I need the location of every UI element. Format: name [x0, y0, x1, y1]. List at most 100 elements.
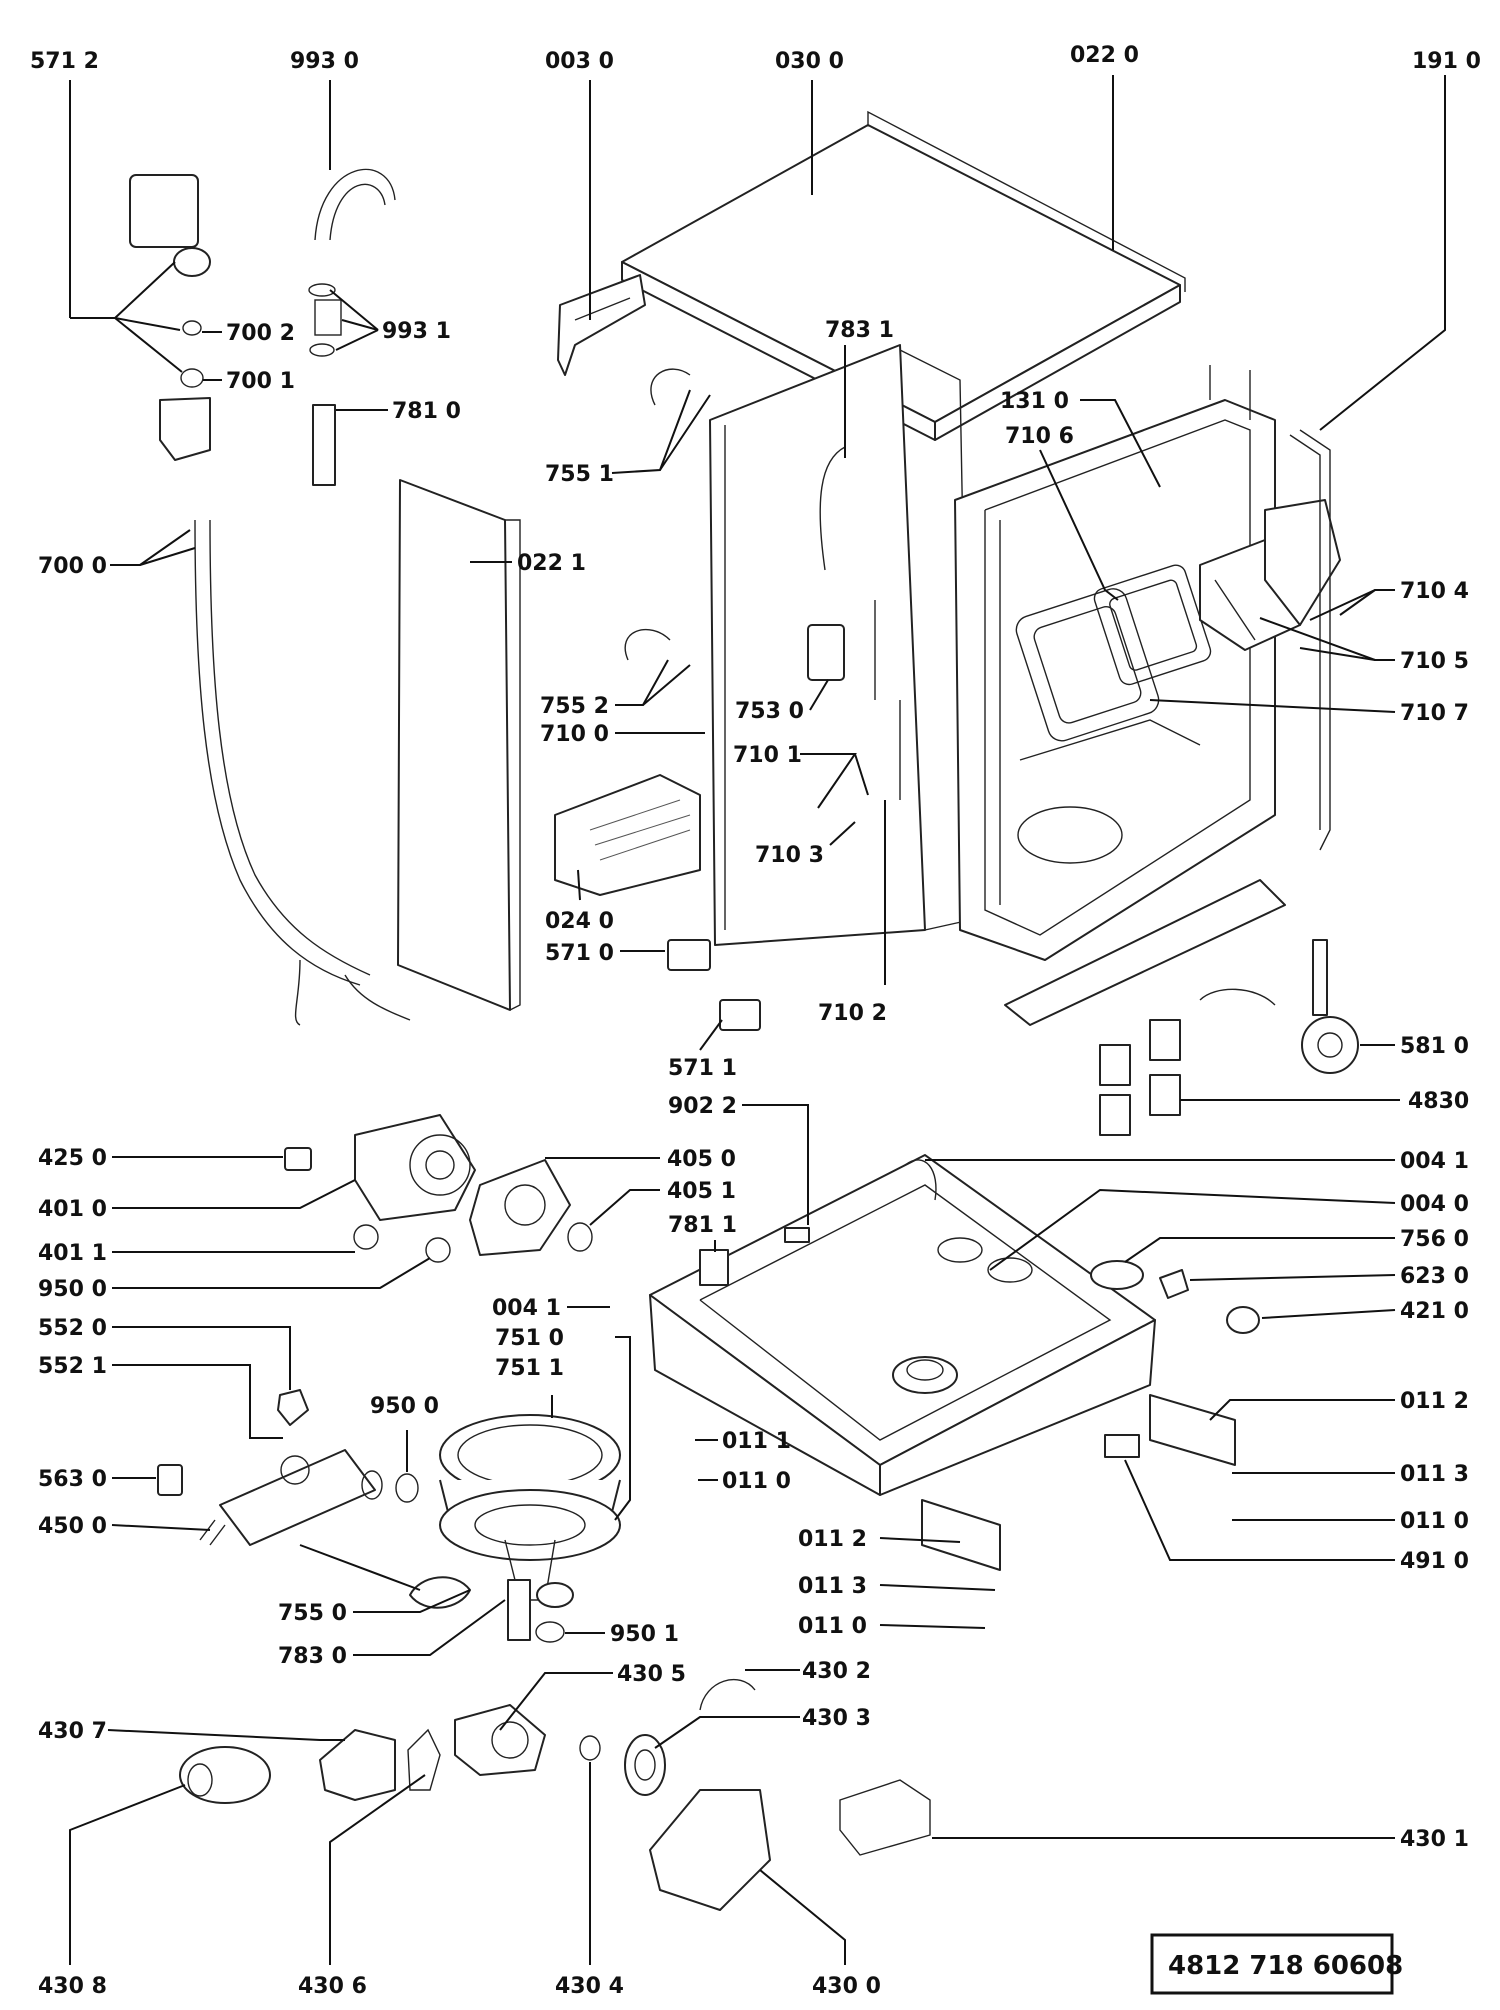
- bracket-781-1: [699, 1249, 729, 1286]
- label-401-0: 401 0: [38, 1197, 107, 1222]
- label-430-5: 430 5: [617, 1662, 686, 1687]
- door-seal-assembly: [1015, 564, 1212, 742]
- drain-tube-191-inner: [1289, 434, 1321, 830]
- label-024-0: 024 0: [545, 909, 614, 934]
- label-563-0: 563 0: [38, 1467, 107, 1492]
- label-552-0: 552 0: [38, 1316, 107, 1341]
- label-004-0: 004 0: [1400, 1192, 1469, 1217]
- label-710-3: 710 3: [755, 843, 824, 868]
- label-430-7: 430 7: [38, 1719, 107, 1744]
- seal-950-1: [535, 1621, 565, 1643]
- label-430-6: 430 6: [298, 1974, 367, 1999]
- label-131-0: 131 0: [1000, 389, 1069, 414]
- pump-cover-405: [469, 1159, 571, 1256]
- base-tray: [649, 1154, 1156, 1496]
- pressure-switch-581: [1301, 939, 1359, 1074]
- hose-loop-993: [308, 168, 396, 486]
- label-405-1: 405 1: [667, 1179, 736, 1204]
- seal-950-0-upper: [425, 1237, 451, 1263]
- label-004-1-right: 004 1: [1400, 1149, 1469, 1174]
- label-571-0: 571 0: [545, 941, 614, 966]
- label-011-3-right: 011 3: [1400, 1462, 1469, 1487]
- inlet-valve-and-hose: [129, 174, 411, 1026]
- label-421-0: 421 0: [1400, 1299, 1469, 1324]
- label-425-0: 425 0: [38, 1146, 107, 1171]
- label-902-2: 902 2: [668, 1094, 737, 1119]
- label-710-2: 710 2: [818, 1001, 887, 1026]
- label-950-0-upper: 950 0: [38, 1277, 107, 1302]
- worktop-panel: [621, 110, 1186, 441]
- label-022-1: 022 1: [517, 551, 586, 576]
- label-430-8: 430 8: [38, 1974, 107, 1999]
- label-011-3-lower: 011 3: [798, 1574, 867, 1599]
- label-623-0: 623 0: [1400, 1264, 1469, 1289]
- filter-box-024: [554, 774, 701, 896]
- float-756: [1090, 1260, 1144, 1290]
- pump-housing-401: [354, 1114, 476, 1221]
- label-993-1: 993 1: [382, 319, 451, 344]
- label-756-0: 756 0: [1400, 1227, 1469, 1252]
- top-bracket: [557, 274, 646, 376]
- label-581-0: 581 0: [1400, 1034, 1469, 1059]
- label-751-1: 751 1: [495, 1356, 564, 1381]
- label-030-0: 030 0: [775, 49, 844, 74]
- label-191-0: 191 0: [1412, 49, 1481, 74]
- heater-450: [199, 1449, 383, 1546]
- label-011-0-lower: 011 0: [798, 1614, 867, 1639]
- component-753: [807, 624, 845, 681]
- label-755-0: 755 0: [278, 1601, 347, 1626]
- label-4830: 4830: [1408, 1089, 1469, 1114]
- label-993-0: 993 0: [290, 49, 359, 74]
- label-430-4: 430 4: [555, 1974, 624, 1999]
- elbow-755-2: [624, 629, 671, 661]
- label-783-0: 783 0: [278, 1644, 347, 1669]
- label-700-1: 700 1: [226, 369, 295, 394]
- label-710-6: 710 6: [1005, 424, 1074, 449]
- label-401-1: 401 1: [38, 1241, 107, 1266]
- label-781-0: 781 0: [392, 399, 461, 424]
- clip-425: [284, 1147, 312, 1171]
- label-781-1: 781 1: [668, 1213, 737, 1238]
- label-450-0: 450 0: [38, 1514, 107, 1539]
- tube-783-1: [819, 446, 846, 571]
- leader-lines: [69, 75, 1446, 1965]
- elbow-755-1: [650, 368, 691, 406]
- label-700-2: 700 2: [226, 321, 295, 346]
- label-950-0-lower: 950 0: [370, 1394, 439, 1419]
- plug-623: [1159, 1269, 1189, 1299]
- sump-assembly: [439, 1414, 621, 1641]
- seal-405-1: [567, 1222, 593, 1252]
- label-430-1: 430 1: [1400, 1827, 1469, 1852]
- drain-tube-191: [1299, 429, 1331, 851]
- label-552-1: 552 1: [38, 1354, 107, 1379]
- seal-401-1: [353, 1224, 379, 1250]
- rail-011-2-lower: [921, 1499, 1001, 1571]
- connector-421: [1226, 1306, 1260, 1334]
- label-011-2-lower: 011 2: [798, 1527, 867, 1552]
- label-011-0-right: 011 0: [1400, 1509, 1469, 1534]
- label-011-1: 011 1: [722, 1429, 791, 1454]
- label-710-7: 710 7: [1400, 701, 1469, 726]
- label-003-0: 003 0: [545, 49, 614, 74]
- switch-571-0: [667, 939, 711, 971]
- label-571-1: 571 1: [668, 1056, 737, 1081]
- bracket-491: [1104, 1434, 1140, 1458]
- label-700-0: 700 0: [38, 554, 107, 579]
- label-783-1: 783 1: [825, 318, 894, 343]
- document-number-box: 4812 718 60608: [1150, 1933, 1403, 1995]
- switch-571-1: [719, 999, 761, 1031]
- label-430-0: 430 0: [812, 1974, 881, 1999]
- label-755-2: 755 2: [540, 694, 609, 719]
- bracket-902-2: [784, 1227, 810, 1243]
- seal-950-0-mid: [395, 1473, 419, 1503]
- label-011-0-mid: 011 0: [722, 1469, 791, 1494]
- parts-artwork: [129, 110, 1359, 1911]
- rail-011-2-right: [1149, 1394, 1236, 1466]
- wiring-connectors: [1004, 879, 1286, 1136]
- label-011-2-right: 011 2: [1400, 1389, 1469, 1414]
- label-430-3: 430 3: [802, 1706, 871, 1731]
- label-405-0: 405 0: [667, 1147, 736, 1172]
- label-022-0: 022 0: [1070, 43, 1139, 68]
- label-950-1: 950 1: [610, 1622, 679, 1647]
